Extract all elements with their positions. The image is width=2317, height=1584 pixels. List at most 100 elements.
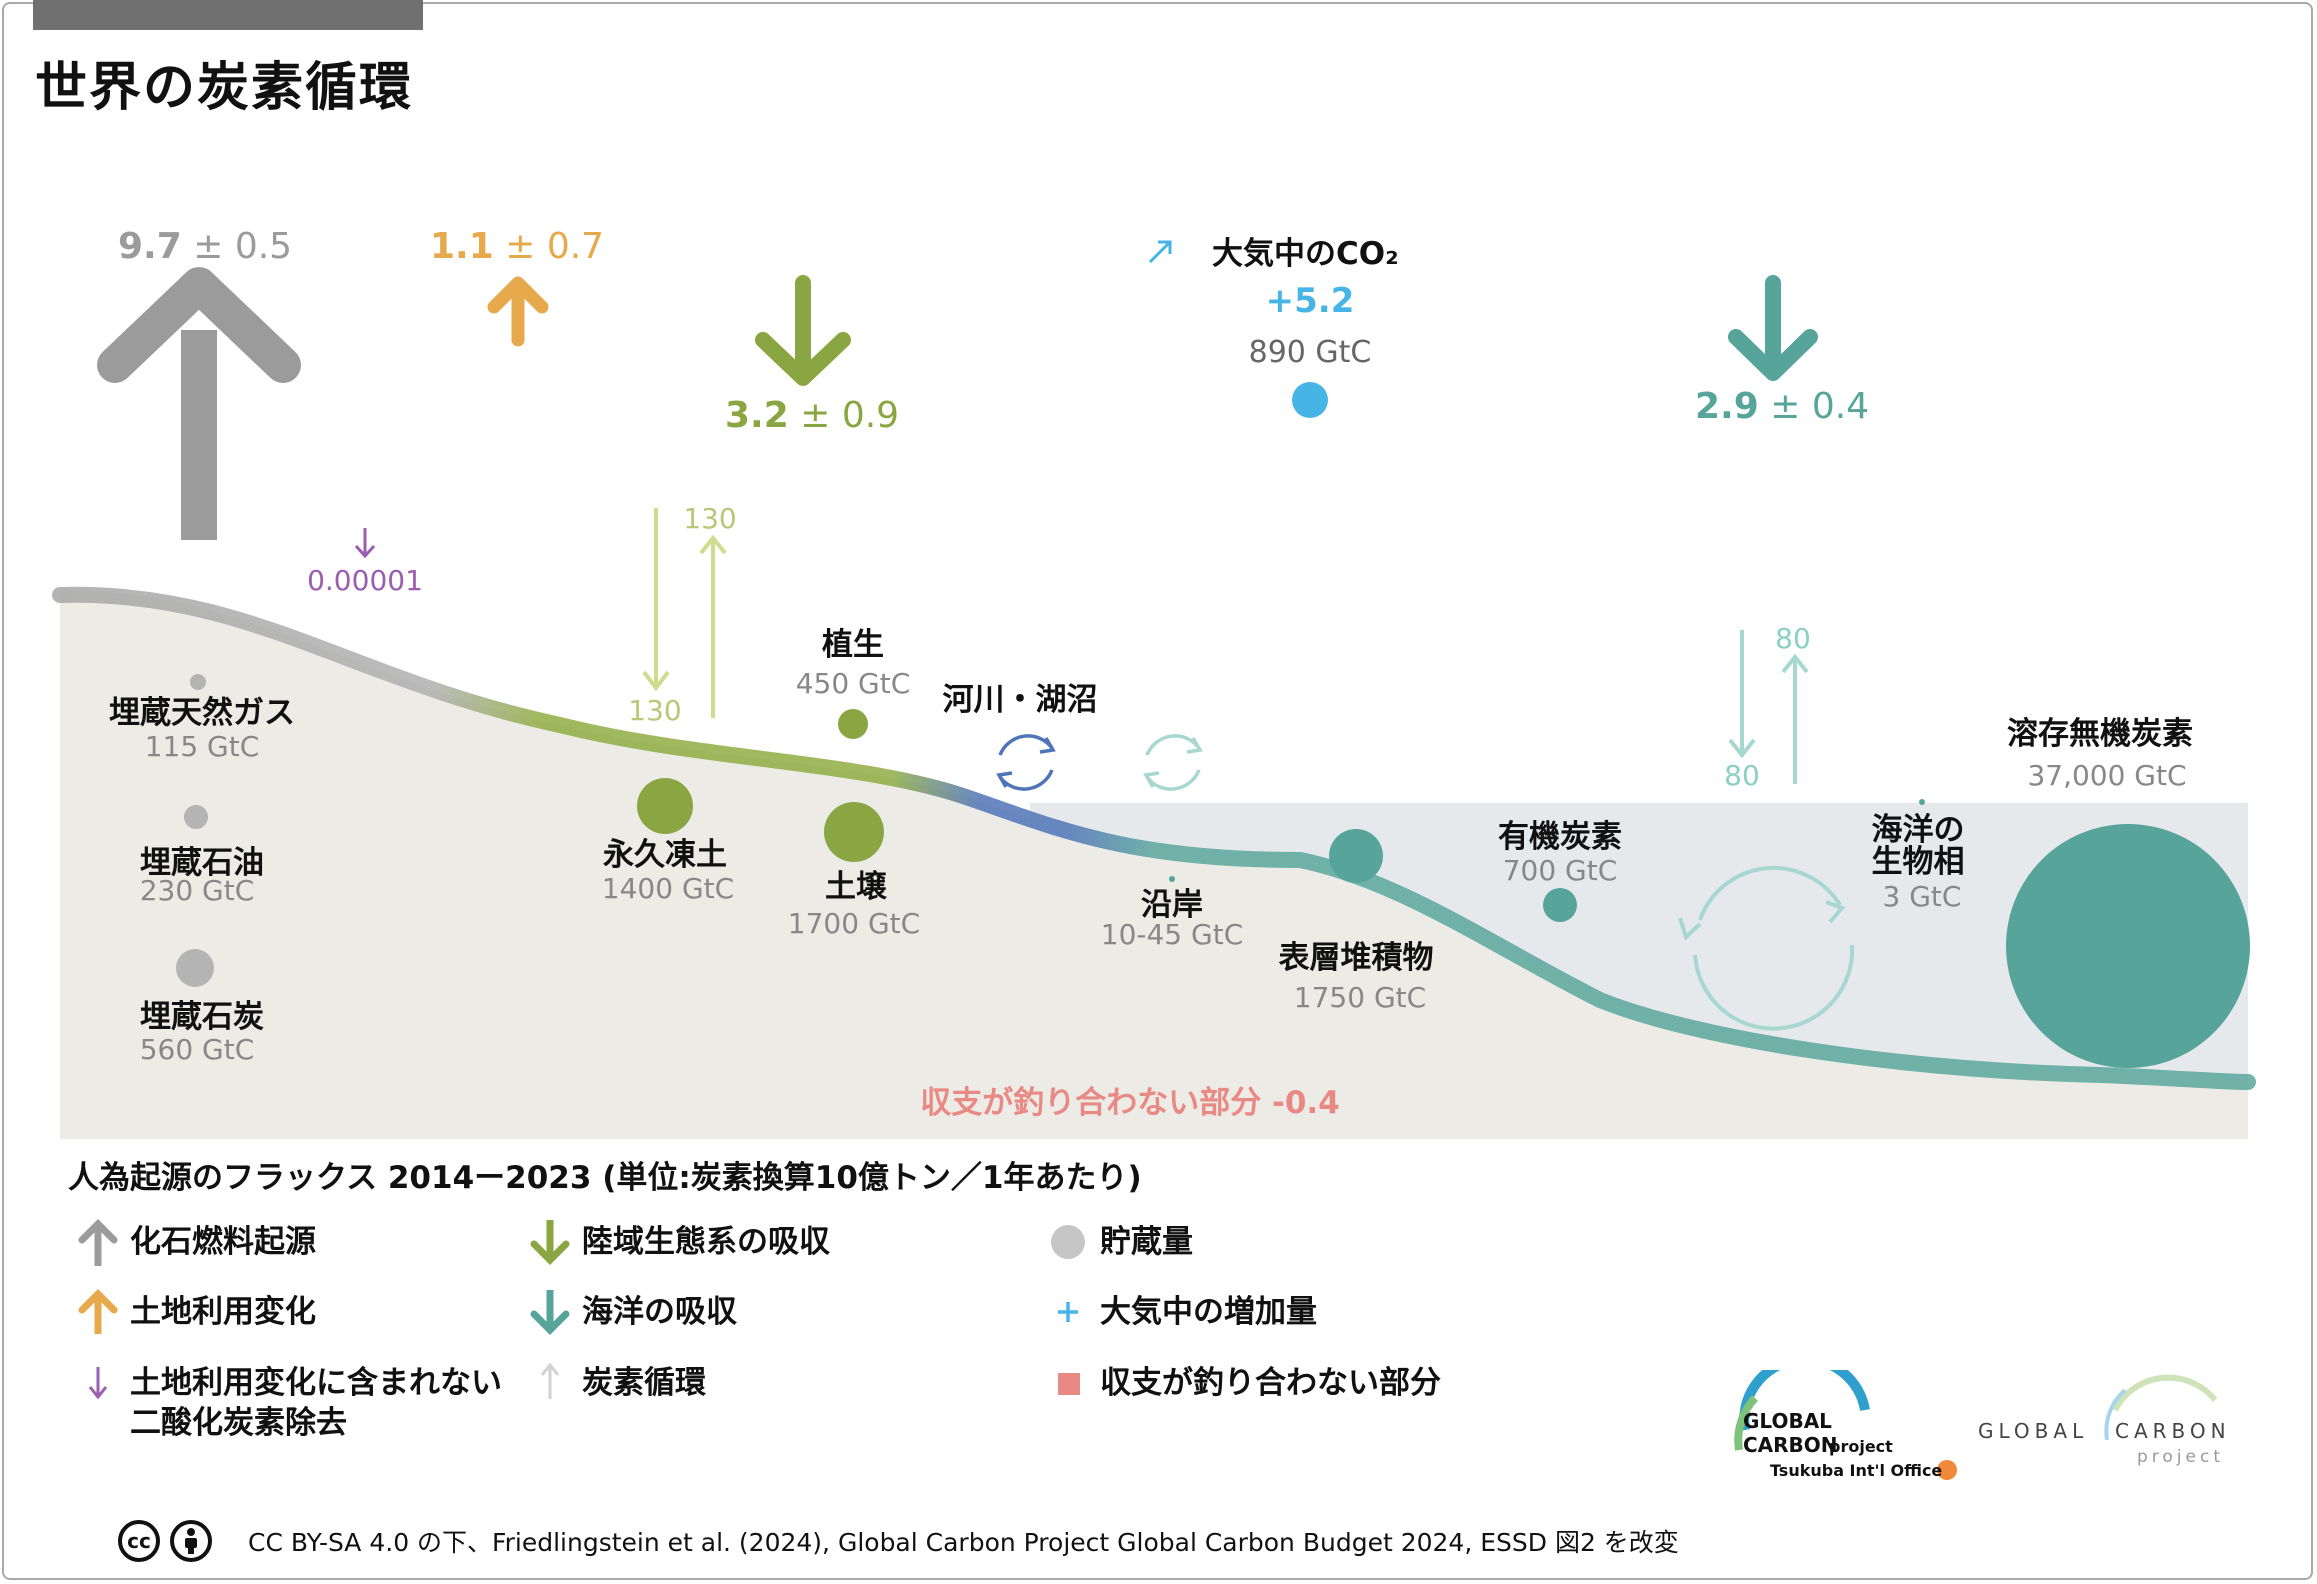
svg-text:GLOBAL: GLOBAL [1978,1419,2088,1443]
marine-biota-name-1: 海洋の [1872,812,1965,848]
svg-text:project: project [1829,1437,1893,1456]
land-cycle-down-label: 130 [628,694,681,727]
oil-stock-circle [184,805,208,829]
permafrost-stock-value: 1400 GtC [602,872,734,905]
dic-stock-value: 37,000 GtC [2027,759,2186,792]
organic-stock-value: 700 GtC [1503,854,1618,887]
soil-stock-circle [824,802,884,862]
land-use-flux-label: 1.1 ± 0.7 [430,226,604,267]
sediments-stock-value: 1750 GtC [1294,981,1426,1014]
legend-atm-growth: 大気中の増加量 [1042,1286,1317,1338]
ground [60,590,2248,1139]
vegetation-stock-name: 植生 [822,627,884,663]
gas-stock-value: 115 GtC [145,730,260,763]
legend-fossil-label: 化石燃料起源 [130,1224,316,1260]
budget-imbalance-label: 収支が釣り合わない部分 -0.4 [920,1085,1340,1121]
footer: cc CC BY-SA 4.0 の下、Friedlingstein et al.… [118,1520,1679,1562]
dic-stock-name: 溶存無機炭素 [2007,716,2193,752]
fossil-flux-arrow [97,267,301,540]
ocean-sink-flux-arrow [1728,275,1818,381]
coastal-stock-name: 沿岸 [1141,887,1203,923]
legend-atm-growth-label: 大気中の増加量 [1100,1294,1317,1330]
svg-text:Tsukuba Int'l Office: Tsukuba Int'l Office [1770,1461,1942,1480]
svg-text:GLOBAL: GLOBAL [1743,1409,1832,1433]
rivers-stock-name: 河川・湖沼 [943,682,1098,718]
legend-fossil: 化石燃料起源 [72,1216,316,1268]
cdr-flux-arrow [354,528,376,559]
svg-text:project: project [2137,1447,2224,1467]
ocean-cycle-up-label: 80 [1775,622,1811,655]
legend-cdr: 土地利用変化に含まれない 二酸化炭素除去 [72,1357,502,1443]
atmosphere-stock-value: 890 GtC [1249,335,1372,370]
gas-stock-circle [190,674,206,690]
svg-text:CARBON: CARBON [1743,1433,1838,1457]
ocean-cycle-down-label: 80 [1724,759,1760,792]
sediments-stock-name: 表層堆積物 [1279,940,1434,976]
logos: GLOBAL CARBON project Tsukuba Int'l Offi… [1734,1370,2226,1480]
salmon-square-icon [1042,1357,1094,1409]
ocean-cycle-arrows [1728,630,1809,784]
organic-stock-name: 有機炭素 [1498,819,1622,855]
footer-credit-text: CC BY-SA 4.0 の下、Friedlingstein et al. (2… [248,1528,1679,1557]
ocean-sink-flux-label: 2.9 ± 0.4 [1695,386,1869,427]
soil-stock-name: 土壌 [825,869,888,905]
legend-cycle-label: 炭素循環 [582,1365,706,1401]
dic-stock-circle [2006,824,2250,1068]
legend-imbalance: 収支が釣り合わない部分 [1042,1357,1441,1409]
permafrost-stock-circle [637,778,693,834]
land-sink-flux-label: 3.2 ± 0.9 [725,395,899,436]
marine-biota-value: 3 GtC [1883,880,1962,913]
marine-biota-stock-circle [1919,799,1925,805]
atmosphere-growth-icon [1148,240,1172,264]
ocean-mixing-cycle-icon [1678,865,1855,1031]
light-up-arrow-icon [524,1357,576,1409]
coastal-cycle-icon [1143,734,1203,791]
top-accent-bar [33,0,423,30]
land-sink-flux-arrow [755,275,851,386]
fossil-flux-label: 9.7 ± 0.5 [118,226,292,267]
legend-cdr-label-2: 二酸化炭素除去 [130,1405,347,1441]
land-cycle-arrows [642,508,727,718]
orange-up-arrow-icon [72,1286,124,1338]
sediments-stock-circle [1329,829,1383,883]
oil-stock-name: 埋蔵石油 [140,845,264,881]
vegetation-stock-circle [838,709,868,739]
river-cycle-icon [996,734,1056,791]
teal-down-arrow-icon [524,1286,576,1338]
gas-stock-name: 埋蔵天然ガス [109,695,295,731]
gcp-tsukuba-logo: GLOBAL CARBON project Tsukuba Int'l Offi… [1734,1370,1957,1480]
soil-stock-value: 1700 GtC [788,907,920,940]
gcp-logo: GLOBAL CARBON project [1978,1374,2226,1467]
green-down-arrow-icon [524,1216,576,1268]
land-use-flux-arrow [487,276,549,347]
legend-heading: 人為起源のフラックス 2014ー2023 (単位:炭素換算10億トン／1年あたり… [68,1160,1142,1196]
gray-up-arrow-icon [72,1216,124,1268]
coastal-stock-value: 10-45 GtC [1101,918,1244,951]
terrain-ridge [52,586,2256,1090]
legend-land-sink-label: 陸域生態系の吸収 [582,1224,830,1260]
legend-land-sink: 陸域生態系の吸収 [524,1216,830,1268]
coastal-stock-circle [1169,876,1175,882]
legend-cycle: 炭素循環 [524,1357,706,1409]
coal-stock-value: 560 GtC [140,1033,255,1066]
atmosphere-label: 大気中のCO₂ [1212,236,1399,272]
legend-imbalance-label: 収支が釣り合わない部分 [1100,1365,1441,1401]
legend-cdr-label-1: 土地利用変化に含まれない [130,1365,502,1401]
legend-stocks-label: 貯蔵量 [1100,1224,1193,1260]
page-title: 世界の炭素循環 [35,58,414,118]
vegetation-stock-value: 450 GtC [796,667,911,700]
legend-ocean-sink-label: 海洋の吸収 [582,1294,737,1330]
attribution-icon [170,1520,212,1562]
permafrost-stock-name: 永久凍土 [603,837,727,873]
land-cycle-up-label: 130 [683,502,736,535]
legend-land-use: 土地利用変化 [72,1286,316,1338]
legend-land-use-label: 土地利用変化 [130,1294,316,1330]
atmosphere-stock-circle [1292,382,1328,418]
cdr-flux-label: 0.00001 [307,564,423,597]
organic-stock-circle [1543,888,1577,922]
coal-stock-circle [176,949,214,987]
atmosphere-growth-value: +5.2 [1266,281,1355,321]
